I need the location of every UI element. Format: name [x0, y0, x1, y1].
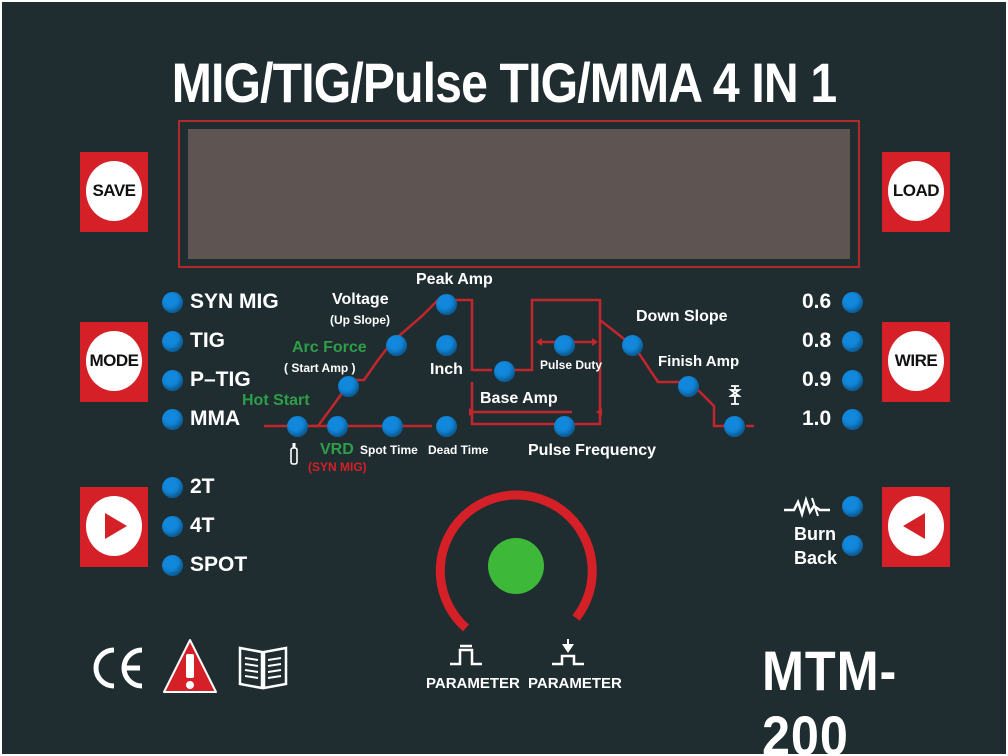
base-amp-label: Base Amp: [480, 390, 558, 407]
led-peak-amp: [436, 294, 457, 315]
save-button-label: SAVE: [86, 161, 142, 221]
inch-label: Inch: [430, 361, 463, 378]
led-burn-back: [842, 535, 863, 556]
load-button[interactable]: LOAD: [882, 152, 950, 232]
down-slope-label: Down Slope: [636, 308, 728, 325]
led-down-slope: [622, 335, 643, 356]
led-dead-time: [436, 416, 457, 437]
mode-button-label: MODE: [86, 331, 142, 391]
led-2t: [162, 477, 183, 498]
led-voltage: [386, 335, 407, 356]
model-name: MTM-200: [762, 639, 898, 754]
play-left-icon: [888, 496, 944, 556]
led-spot-time: [382, 416, 403, 437]
play-right-icon: [86, 496, 142, 556]
pulse-duty-label: Pulse Duty: [540, 358, 603, 372]
gas-valve-icon: [728, 384, 742, 411]
prev-button[interactable]: [882, 487, 950, 567]
load-button-label: LOAD: [888, 161, 944, 221]
up-slope-label: (Up Slope): [330, 313, 390, 327]
start-amp-label: ( Start Amp ): [284, 361, 356, 375]
knob-right-press-icon: [548, 638, 588, 673]
mode-label-syn-mig: SYN MIG: [190, 290, 279, 313]
wire-label-0-8: 0.8: [802, 329, 832, 352]
trigger-label-spot: SPOT: [190, 553, 248, 576]
syn-mig-note: (SYN MIG): [308, 460, 367, 474]
vrd-label: VRD: [320, 441, 354, 458]
burn-back-icon: [782, 495, 832, 523]
panel-title: MIG/TIG/Pulse TIG/MMA 4 IN 1: [171, 51, 837, 114]
next-button[interactable]: [80, 487, 148, 567]
led-tig: [162, 331, 183, 352]
voltage-label: Voltage: [332, 291, 389, 308]
display-screen: [188, 129, 850, 259]
led-gas: [724, 416, 745, 437]
led-inch: [436, 335, 457, 356]
wire-button[interactable]: WIRE: [882, 322, 950, 402]
lcd-display: [178, 120, 860, 268]
mode-label-tig: TIG: [190, 329, 225, 352]
arc-force-label: Arc Force: [292, 339, 367, 356]
led-wire-0-9: [842, 370, 863, 391]
led-wire-0-6: [842, 292, 863, 313]
led-wire-0-8: [842, 331, 863, 352]
ce-mark-icon: [90, 646, 146, 695]
manual-book-icon: [236, 642, 290, 697]
led-4t: [162, 516, 183, 537]
parameter-label-left: PARAMETER: [426, 675, 520, 692]
finish-amp-label: Finish Amp: [658, 353, 740, 370]
led-arc-force: [338, 376, 359, 397]
wire-button-label: WIRE: [888, 331, 944, 391]
dead-time-label: Dead Time: [428, 443, 489, 457]
parameter-label-right: PARAMETER: [528, 675, 622, 692]
warning-icon: [162, 638, 218, 701]
save-button[interactable]: SAVE: [80, 152, 148, 232]
led-p-tig: [162, 370, 183, 391]
pulse-frequency-label: Pulse Frequency: [528, 442, 657, 459]
burn-label: Burn: [794, 524, 836, 544]
wire-label-1-0: 1.0: [802, 407, 832, 430]
hot-start-label: Hot Start: [242, 392, 310, 409]
back-label: Back: [794, 548, 838, 568]
led-pulse-duty: [554, 335, 575, 356]
led-hot-start: [287, 416, 308, 437]
led-vrd: [327, 416, 348, 437]
spot-time-label: Spot Time: [360, 443, 418, 457]
peak-amp-label: Peak Amp: [416, 271, 493, 288]
wire-label-0-6: 0.6: [802, 290, 832, 313]
parameter-knob[interactable]: [434, 472, 604, 642]
wire-label-0-9: 0.9: [802, 368, 832, 391]
led-pulse-frequency: [554, 416, 575, 437]
trigger-label-4t: 4T: [190, 514, 215, 537]
led-finish-amp: [678, 376, 699, 397]
mode-label-mma: MMA: [190, 407, 241, 430]
led-burn: [842, 496, 863, 517]
led-base-amp: [494, 361, 515, 382]
knob-left-rocker-icon: [446, 638, 486, 673]
mode-label-p-tig: P–TIG: [190, 368, 251, 391]
gas-cylinder-icon: [288, 442, 300, 471]
led-syn-mig: [162, 292, 183, 313]
led-mma: [162, 409, 183, 430]
trigger-label-2t: 2T: [190, 475, 215, 498]
mode-button[interactable]: MODE: [80, 322, 148, 402]
led-wire-1-0: [842, 409, 863, 430]
led-spot: [162, 555, 183, 576]
